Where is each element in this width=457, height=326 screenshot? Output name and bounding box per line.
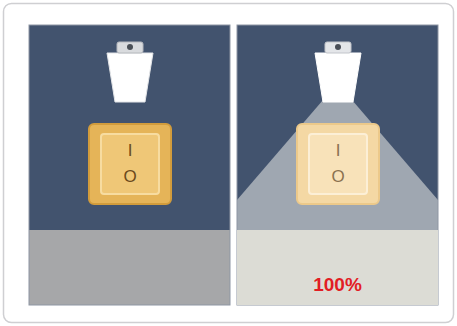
lamp-screw bbox=[127, 44, 133, 50]
floor bbox=[29, 230, 230, 305]
lamp-shade bbox=[107, 53, 153, 102]
lamp-mount bbox=[117, 42, 143, 53]
frame bbox=[4, 4, 454, 323]
rocker-switch: IO bbox=[296, 123, 380, 205]
light-cone bbox=[237, 100, 438, 230]
lamp-lit bbox=[315, 42, 361, 102]
lamp-shade bbox=[315, 53, 361, 102]
wall bbox=[237, 25, 438, 230]
rocker: IO bbox=[100, 133, 160, 195]
switch-symbol: I bbox=[336, 141, 341, 161]
switch-symbol: O bbox=[123, 167, 136, 187]
switch-symbol: O bbox=[331, 167, 344, 187]
wall bbox=[29, 25, 230, 230]
lamp-mount bbox=[325, 42, 351, 53]
panel-border bbox=[29, 25, 230, 305]
rocker-switch: IO bbox=[88, 123, 172, 205]
lamp bbox=[107, 42, 153, 102]
floor-band: 100% bbox=[237, 230, 438, 305]
percent-label: 100% bbox=[313, 273, 362, 297]
switch-symbol: I bbox=[128, 141, 133, 161]
panel-border bbox=[237, 25, 438, 305]
lamp-screw bbox=[335, 44, 341, 50]
rocker: IO bbox=[308, 133, 368, 195]
